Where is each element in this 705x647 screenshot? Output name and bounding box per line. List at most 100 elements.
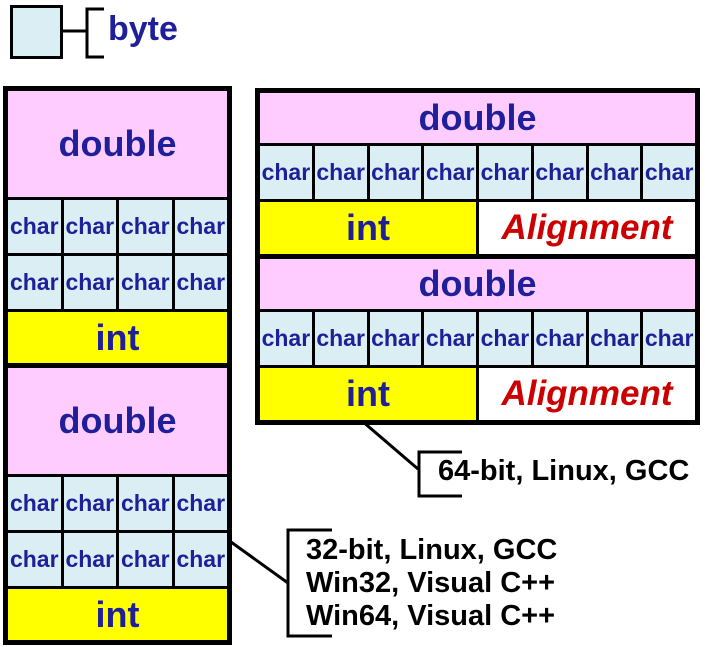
char-row: char char char char bbox=[8, 477, 227, 530]
char-cell: char bbox=[63, 200, 116, 253]
char-cell: char bbox=[533, 312, 586, 365]
char-cell: char bbox=[63, 533, 116, 586]
char-cell: char bbox=[643, 312, 695, 365]
char-label: char bbox=[590, 325, 639, 351]
double-label: double bbox=[58, 123, 177, 164]
char-label: char bbox=[9, 490, 59, 516]
double-label: double bbox=[418, 97, 537, 138]
double-cell: double bbox=[260, 93, 695, 143]
int-label: int bbox=[95, 593, 140, 635]
char-cell: char bbox=[314, 312, 367, 365]
char-cell: char bbox=[588, 312, 641, 365]
char-row: char char char char bbox=[8, 256, 227, 309]
char-label: char bbox=[120, 546, 170, 572]
char-cell: char bbox=[260, 312, 312, 365]
caption-32bit-line1: 32-bit, Linux, GCC bbox=[306, 534, 558, 566]
char-cell: char bbox=[643, 146, 695, 199]
char-label: char bbox=[535, 325, 584, 351]
int-alignment-row: int Alignment bbox=[260, 368, 695, 420]
char-cell: char bbox=[119, 477, 172, 530]
double-label: double bbox=[58, 400, 177, 441]
char-label: char bbox=[535, 159, 584, 185]
char-label: char bbox=[65, 490, 115, 516]
char-cell: char bbox=[424, 312, 476, 365]
char-label: char bbox=[316, 159, 365, 185]
char-label: char bbox=[371, 325, 420, 351]
char-row: char char char char bbox=[8, 200, 227, 253]
struct-instance-1: double char char char char char char cha… bbox=[8, 91, 227, 363]
char-cell: char bbox=[369, 312, 422, 365]
int-label: int bbox=[346, 373, 390, 414]
struct-instance-1: double char char char char char char cha… bbox=[260, 93, 695, 254]
caption-32bit-line2: Win32, Visual C++ bbox=[306, 567, 556, 599]
int-cell: int bbox=[8, 312, 227, 363]
int-alignment-row: int Alignment bbox=[260, 202, 695, 254]
char-cell: char bbox=[424, 146, 476, 199]
alignment-padding-cell: Alignment bbox=[479, 202, 695, 254]
left-box-connector-line bbox=[230, 540, 289, 585]
left-struct-box-32bit: double char char char char char char cha… bbox=[3, 86, 232, 645]
right-struct-box-64bit: double char char char char char char cha… bbox=[255, 88, 700, 425]
char-label: char bbox=[480, 325, 530, 351]
legend-bracket bbox=[85, 7, 104, 59]
char-cell: char bbox=[314, 146, 367, 199]
char-cell: char bbox=[8, 256, 61, 309]
caption-64bit: 64-bit, Linux, GCC bbox=[438, 455, 690, 487]
double-cell: double bbox=[8, 368, 227, 474]
char-label: char bbox=[371, 159, 420, 185]
struct-instance-2: double char char char char char char cha… bbox=[260, 259, 695, 420]
char-cell: char bbox=[369, 146, 422, 199]
char-label: char bbox=[120, 213, 170, 239]
char-label: char bbox=[425, 159, 475, 185]
caption-32bit: 32-bit, Linux, GCC Win32, Visual C++ Win… bbox=[306, 534, 557, 633]
char-cell: char bbox=[533, 146, 586, 199]
char-label: char bbox=[261, 325, 311, 351]
char-cell: char bbox=[119, 200, 172, 253]
char-row: char char char char char char char char bbox=[260, 146, 695, 199]
char-label: char bbox=[176, 546, 226, 572]
double-cell: double bbox=[8, 91, 227, 197]
char-label: char bbox=[644, 325, 694, 351]
int-cell: int bbox=[260, 368, 476, 420]
alignment-padding-cell: Alignment bbox=[479, 368, 695, 420]
char-label: char bbox=[425, 325, 475, 351]
char-row: char char char char bbox=[8, 533, 227, 586]
char-label: char bbox=[9, 213, 59, 239]
char-cell: char bbox=[479, 146, 531, 199]
char-row: char char char char char char char char bbox=[260, 312, 695, 365]
byte-legend-swatch bbox=[10, 5, 63, 59]
char-cell: char bbox=[63, 256, 116, 309]
char-cell: char bbox=[119, 533, 172, 586]
alignment-label: Alignment bbox=[501, 208, 673, 247]
int-label: int bbox=[95, 316, 140, 358]
right-box-connector-line bbox=[361, 419, 419, 471]
char-cell: char bbox=[174, 256, 227, 309]
char-cell: char bbox=[260, 146, 312, 199]
char-label: char bbox=[65, 546, 115, 572]
int-cell: int bbox=[260, 202, 476, 254]
char-cell: char bbox=[63, 477, 116, 530]
alignment-label: Alignment bbox=[501, 374, 673, 413]
char-cell: char bbox=[8, 533, 61, 586]
char-label: char bbox=[261, 159, 311, 185]
char-label: char bbox=[176, 213, 226, 239]
char-cell: char bbox=[174, 477, 227, 530]
char-label: char bbox=[590, 159, 639, 185]
int-label: int bbox=[346, 207, 390, 248]
char-label: char bbox=[480, 159, 530, 185]
char-label: char bbox=[644, 159, 694, 185]
char-label: char bbox=[120, 269, 170, 295]
char-cell: char bbox=[8, 477, 61, 530]
char-cell: char bbox=[479, 312, 531, 365]
char-cell: char bbox=[174, 200, 227, 253]
struct-instance-2: double char char char char char char cha… bbox=[8, 368, 227, 640]
char-cell: char bbox=[119, 256, 172, 309]
char-label: char bbox=[9, 546, 59, 572]
byte-legend-label: byte bbox=[108, 10, 178, 48]
caption-32bit-line3: Win64, Visual C++ bbox=[306, 600, 556, 632]
char-label: char bbox=[65, 213, 115, 239]
char-label: char bbox=[176, 490, 226, 516]
char-cell: char bbox=[588, 146, 641, 199]
int-cell: int bbox=[8, 589, 227, 640]
double-label: double bbox=[418, 263, 537, 304]
